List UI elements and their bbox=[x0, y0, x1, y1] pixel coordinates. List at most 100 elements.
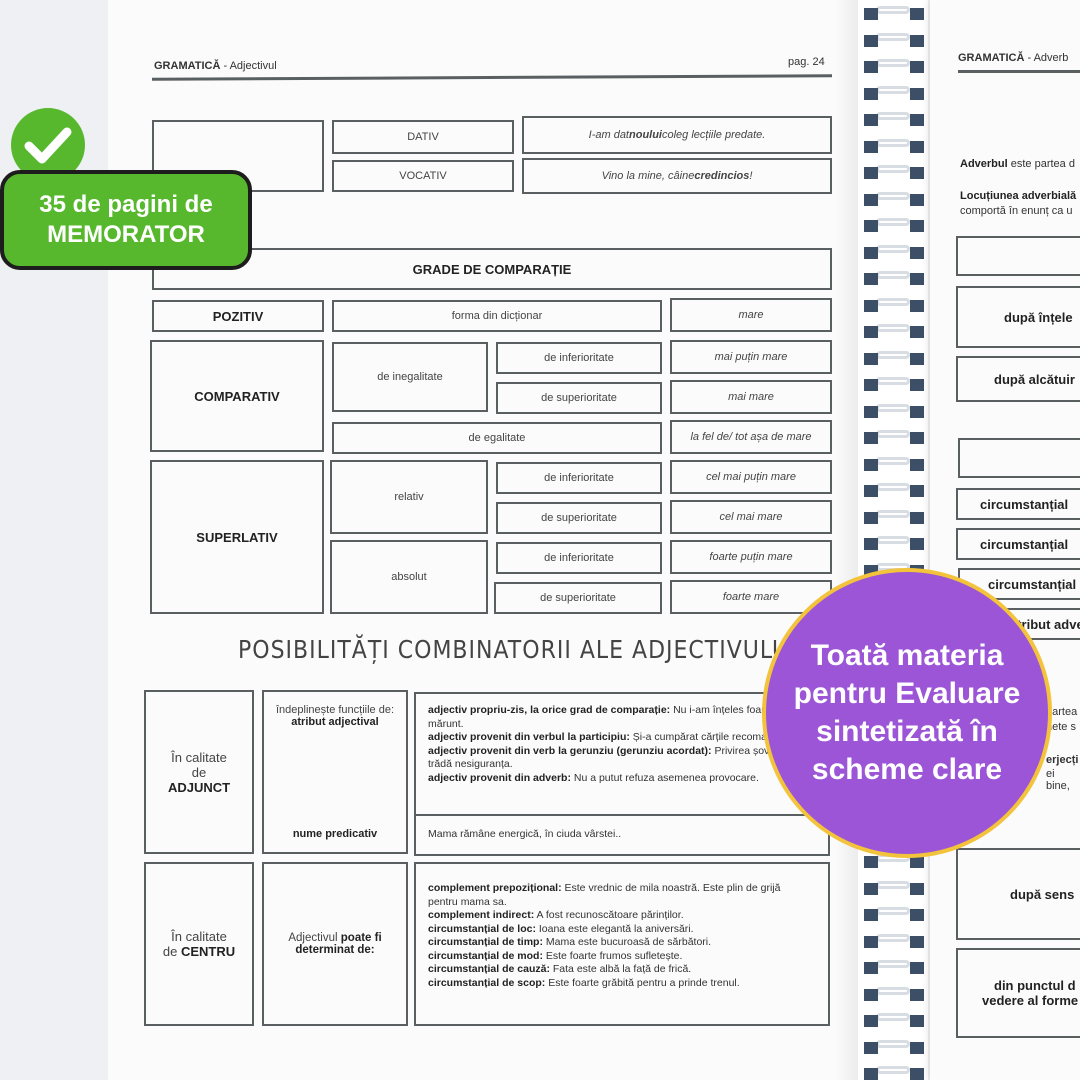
spiral-ring bbox=[876, 165, 910, 173]
centru-label-mid: de bbox=[162, 944, 181, 959]
binding-hole bbox=[910, 1068, 924, 1080]
adjunct-items: adjectiv propriu-zis, la orice grad de c… bbox=[428, 704, 808, 785]
list-item: adjectiv propriu-zis, la orice grad de c… bbox=[428, 704, 808, 731]
list-item: complement indirect: A fost recunoscătoa… bbox=[428, 909, 812, 923]
item-example: A fost recunoscătoare părinților. bbox=[534, 909, 684, 921]
binding-hole bbox=[864, 299, 878, 312]
case-dativ-example: I-am dat noului coleg lecțiile predate. bbox=[522, 116, 832, 154]
dativ-example-post: coleg lecțiile predate. bbox=[662, 129, 766, 141]
right-circ-2: circumstanțial bbox=[956, 528, 1080, 560]
right-line3: comportă în enunț ca u bbox=[960, 205, 1073, 217]
item-example: Ioana este elegantă la aniversări. bbox=[535, 922, 694, 935]
right-line2: Locuțiunea adverbială bbox=[960, 190, 1077, 202]
binding-hole bbox=[910, 34, 924, 47]
pozitiv-desc: forma din dicționar bbox=[332, 300, 662, 332]
item-term: complement indirect: bbox=[428, 909, 535, 921]
spiral-ring bbox=[876, 350, 910, 359]
binding-hole bbox=[864, 87, 878, 100]
binding-hole bbox=[910, 326, 924, 338]
list-item: circumstanțial de scop: Este foarte grăb… bbox=[428, 977, 812, 991]
binding-hole bbox=[910, 8, 924, 20]
binding-hole bbox=[864, 8, 878, 20]
spiral-ring bbox=[876, 32, 910, 41]
spiral-ring bbox=[876, 536, 910, 544]
item-example: Este foarte frumos sufletește. bbox=[542, 949, 683, 962]
right-line1-rest: este partea d bbox=[1007, 158, 1075, 170]
binding-hole bbox=[864, 352, 878, 365]
superlativ-absolut-superioritate: de superioritate bbox=[494, 582, 662, 614]
combo-title: POSIBILITĂȚI COMBINATORII ALE ADJECTIVUL… bbox=[238, 636, 797, 665]
binding-hole bbox=[910, 856, 924, 868]
right-frag-4: ei bine, bbox=[1046, 768, 1070, 792]
spiral-ring bbox=[876, 403, 910, 412]
adjunct-functions: îndeplinește funcțiile de: atribut adjec… bbox=[262, 690, 408, 854]
case-vocativ-example: Vino la mine, câine credincios! bbox=[522, 158, 832, 194]
centru-items: complement prepozițional: Este vrednic d… bbox=[428, 882, 812, 990]
binding-hole bbox=[864, 909, 878, 921]
item-term: circumstanțial de loc: bbox=[428, 922, 536, 935]
binding-hole bbox=[864, 326, 878, 338]
spiral-ring bbox=[876, 456, 910, 465]
spiral-ring bbox=[876, 1066, 910, 1074]
adjunct-label-pre: În calitate bbox=[171, 749, 227, 765]
badge-line2: MEMORATOR bbox=[47, 221, 205, 248]
right-box-forma-line2: vedere al forme bbox=[982, 993, 1079, 1008]
binding-hole bbox=[910, 432, 924, 444]
binding-hole bbox=[910, 405, 924, 418]
superlativ-absolut-inferioritate-example: foarte puțin mare bbox=[670, 540, 832, 574]
binding-hole bbox=[864, 988, 878, 1001]
binding-hole bbox=[864, 114, 878, 126]
header-topic: - Adjectivul bbox=[220, 60, 277, 72]
item-term: adjectiv propriu-zis, la orice grad de c… bbox=[428, 704, 671, 716]
binding-hole bbox=[910, 352, 924, 365]
spiral-ring bbox=[876, 85, 910, 94]
binding-hole bbox=[910, 61, 924, 73]
binding-hole bbox=[910, 882, 924, 895]
item-example: Fata este albă la față de frică. bbox=[549, 963, 692, 975]
binding-hole bbox=[910, 511, 924, 524]
binding-hole bbox=[910, 193, 924, 206]
spiral-ring bbox=[876, 244, 910, 253]
page-number: pag. 24 bbox=[788, 56, 825, 68]
right-box-forma: din punctul d vedere al forme bbox=[956, 948, 1080, 1038]
dativ-example-pre: I-am dat bbox=[588, 129, 629, 141]
adjunct-items-box bbox=[414, 692, 830, 856]
superlativ-relativ-inferioritate-example: cel mai puțin mare bbox=[670, 460, 832, 494]
spiral-ring bbox=[876, 483, 910, 491]
centru-label-line: de CENTRU bbox=[163, 944, 235, 959]
adjunct-func-atribut: atribut adjectival bbox=[291, 716, 379, 728]
item-term: adjectiv provenit din adverb: bbox=[428, 771, 571, 784]
binding-hole bbox=[864, 167, 878, 179]
right-blank-box-2 bbox=[958, 438, 1080, 478]
spiral-ring bbox=[876, 218, 910, 226]
item-term: adjectiv provenit din verb la gerunziu (… bbox=[428, 744, 712, 757]
spiral-ring bbox=[876, 430, 910, 438]
superlativ-relativ-superioritate: de superioritate bbox=[496, 502, 662, 534]
pages-badge: 35 de pagini de MEMORATOR bbox=[0, 170, 252, 270]
spiral-ring bbox=[876, 324, 910, 332]
comparativ-inferioritate-example: mai puțin mare bbox=[670, 340, 832, 374]
binding-hole bbox=[864, 962, 878, 974]
list-item: adjectiv provenit din adverb: Nu a putut… bbox=[428, 772, 808, 786]
superlativ-label: SUPERLATIV bbox=[150, 460, 324, 614]
binding-hole bbox=[910, 299, 924, 312]
binding-hole bbox=[910, 273, 924, 285]
spiral-ring bbox=[876, 138, 910, 147]
binding-hole bbox=[910, 538, 924, 550]
spiral-ring bbox=[876, 509, 910, 518]
list-item: complement prepozițional: Este vrednic d… bbox=[428, 882, 812, 909]
right-header: GRAMATICĂ - Adverb bbox=[958, 52, 1068, 64]
item-term: circumstanțial de scop: bbox=[428, 976, 546, 989]
binding-hole bbox=[910, 935, 924, 948]
item-term: circumstanțial de timp: bbox=[428, 936, 543, 948]
right-circ-1: circumstanțial bbox=[956, 488, 1080, 520]
vocativ-example-pre: Vino la mine, câine bbox=[601, 170, 695, 182]
binding-hole bbox=[910, 114, 924, 126]
list-item: circumstanțial de mod: Este foarte frumo… bbox=[428, 950, 812, 964]
superlativ-absolut: absolut bbox=[330, 540, 488, 614]
adjunct-divider bbox=[416, 814, 828, 816]
centru-desc-line2: determinat de: bbox=[295, 944, 375, 956]
binding-hole bbox=[864, 1068, 878, 1080]
binding-hole bbox=[910, 87, 924, 100]
centru-items-box bbox=[414, 862, 830, 1026]
